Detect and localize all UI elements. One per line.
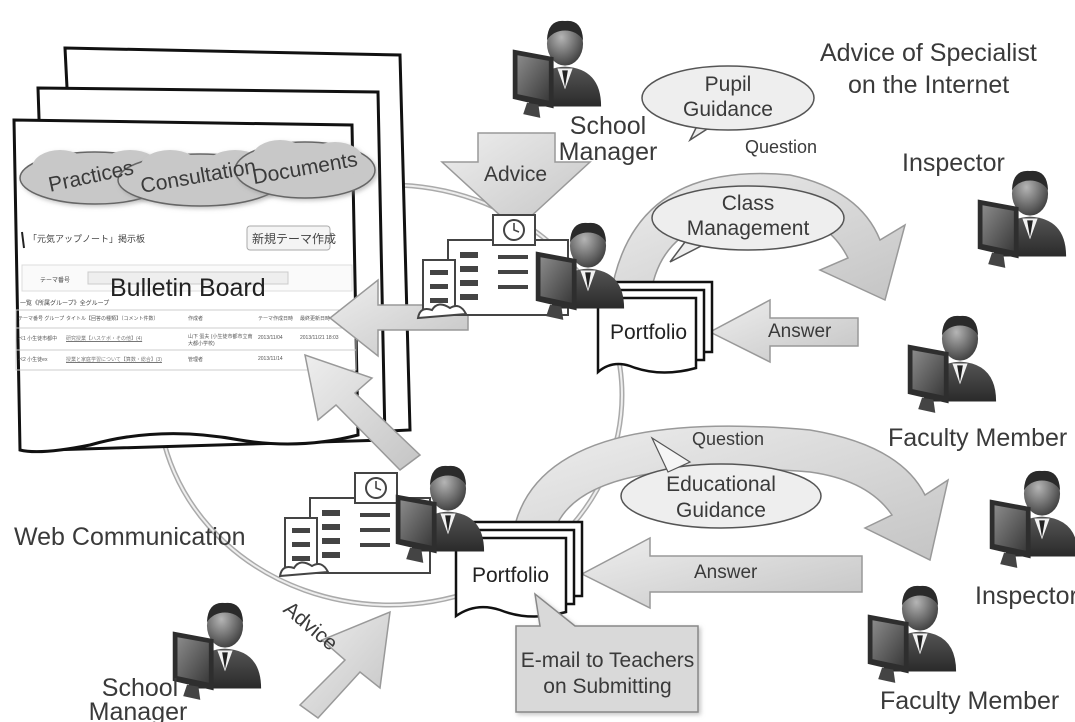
inspector-bottom-figure	[989, 470, 1075, 568]
school-manager-top-figure	[512, 20, 602, 118]
web-communication-label: Web Communication	[14, 523, 246, 551]
answer-arrow-bottom	[580, 536, 863, 610]
faculty-bottom-figure	[867, 585, 957, 683]
email-callout	[515, 592, 699, 713]
bulletin-board-label: Bulletin Board	[110, 274, 266, 302]
arrow-to-bulletin-top	[328, 278, 469, 358]
portfolio-bottom-label: Portfolio	[472, 564, 550, 587]
school-manager-bottom-label-2: Manager	[88, 698, 188, 722]
school-manager-top-label-2: Manager	[558, 138, 658, 166]
educational-guidance-line1: Educational	[666, 473, 776, 496]
class-management-line1: Class	[721, 192, 775, 215]
advice-specialist-label: Advice of Specialist	[820, 39, 1037, 67]
table-cell-link[interactable]: 授業と家庭学習について【算数・総合】(3)	[66, 357, 162, 363]
table-header: 最終更新日時	[300, 316, 331, 322]
table-header: テーマ番号 グループ	[18, 316, 65, 322]
theme-number-label: テーマ番号	[40, 278, 71, 284]
table-cell: 管理者	[188, 357, 204, 363]
table-cell: 2013/11/14	[258, 356, 283, 362]
table-cell: 2013/11/21 18:03	[300, 335, 339, 341]
educational-guidance-line2: Guidance	[676, 499, 766, 522]
school-manager-top-label-1: School	[569, 112, 647, 140]
new-theme-button-frame	[246, 225, 331, 251]
new-theme-button[interactable]: 新規テーマ作成	[252, 232, 337, 246]
advice-arrow-bottom	[298, 610, 391, 719]
portfolio-top-label: Portfolio	[610, 321, 688, 344]
bubble-class-management	[651, 185, 845, 263]
answer-bottom-label: Answer	[694, 562, 758, 583]
answer-arrow-top	[708, 298, 859, 364]
question-top-label: Question	[745, 137, 818, 157]
inspector-top-label: Inspector	[902, 149, 1005, 177]
table-header: タイトル【回答の種類】（コメント件数）	[66, 316, 159, 322]
inspector-bottom-label: Inspector	[975, 582, 1075, 610]
table-cell: ペ2 小生徒ex	[18, 357, 48, 363]
table-cell: 山下 蛋夫 (小生徒市都市立南大都小学校)	[188, 334, 253, 347]
faculty-bottom-label: Faculty Member	[880, 687, 1060, 715]
bulletin-board-title: 「元気アップノート」掲示板	[28, 234, 146, 244]
advice-top-label: Advice	[484, 163, 548, 186]
pupil-guidance-line2: Guidance	[683, 98, 773, 121]
bubble-educational-guidance	[620, 463, 822, 529]
table-cell-link[interactable]: 研究授業【ハスケボ・その他】(4)	[66, 336, 143, 342]
inspector-top-figure	[977, 170, 1067, 268]
cloud-documents	[234, 140, 376, 199]
class-management-line2: Management	[686, 217, 810, 240]
list-caption: 一覧《所属グループ》全グループ	[20, 301, 110, 307]
callout-line1: E-mail to Teachers	[520, 649, 695, 672]
faculty-top-label: Faculty Member	[888, 424, 1068, 452]
callout-line2: on Submitting	[543, 675, 672, 698]
faculty-top-figure	[907, 315, 997, 413]
question-arrow-bottom	[511, 425, 950, 562]
advice-arrow-top	[440, 132, 592, 232]
answer-top-label: Answer	[768, 321, 832, 342]
table-header: 作成者	[188, 316, 204, 322]
table-cell: 2013/11/04	[258, 335, 283, 341]
table-cell: ペ1 小生徒市都中	[18, 336, 58, 342]
on-internet-label: on the Internet	[848, 71, 1010, 99]
arrow-to-bulletin-bottom	[304, 353, 422, 471]
pupil-guidance-line1: Pupil	[704, 73, 752, 96]
portfolio-stack-top	[596, 280, 714, 375]
bubble-pupil-guidance	[641, 65, 815, 143]
table-header: テーマ作成日時	[258, 316, 294, 322]
school-manager-bottom-label-1: School	[101, 674, 179, 702]
question-bottom-label: Question	[692, 429, 765, 449]
